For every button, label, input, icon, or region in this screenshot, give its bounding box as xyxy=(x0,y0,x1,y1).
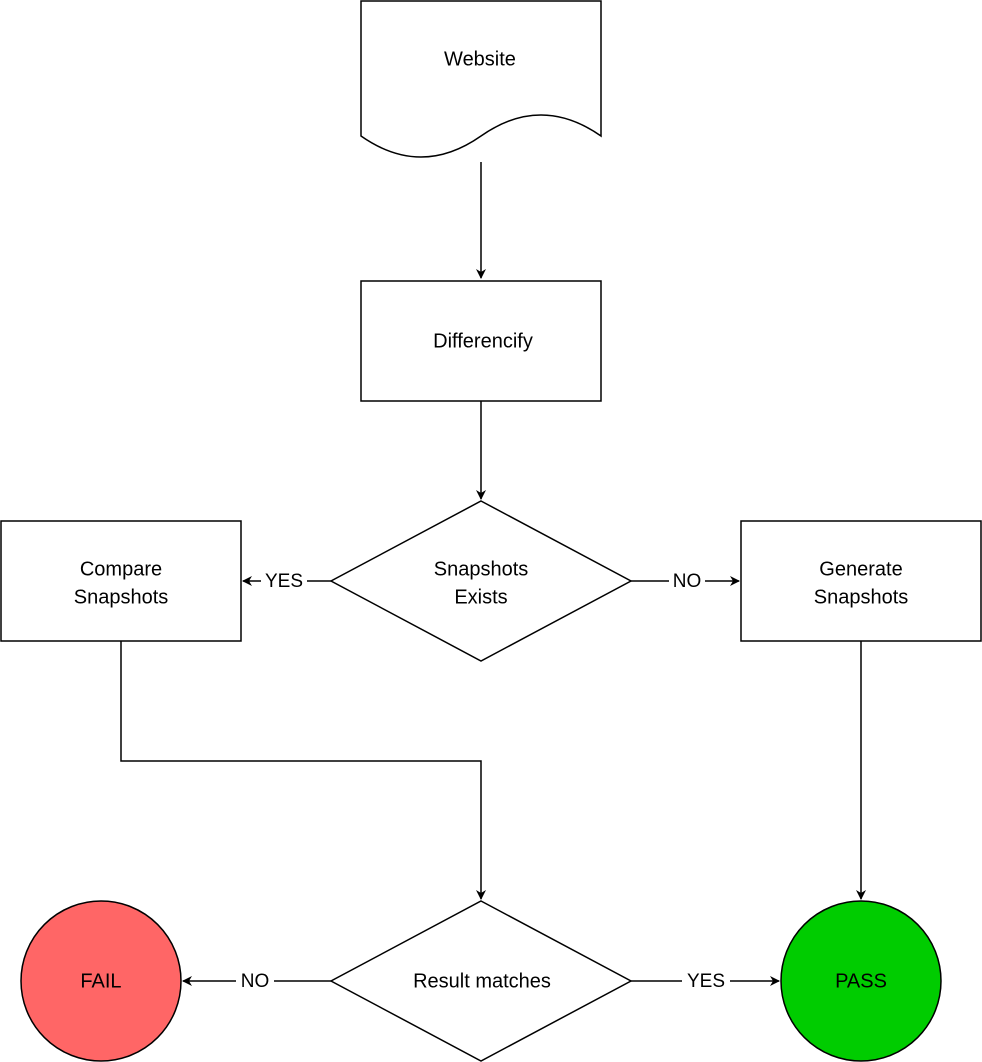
edge-label-exists-no: NO xyxy=(673,571,702,592)
fail-label: FAIL xyxy=(80,970,121,992)
node-result-matches: Result matches xyxy=(329,900,633,1062)
node-differencify: Differencify xyxy=(360,280,602,402)
snapshots-exists-diamond xyxy=(329,500,633,662)
edge-compare-to-result xyxy=(120,641,486,900)
compare-snapshots-box xyxy=(0,520,242,642)
edges xyxy=(120,162,866,986)
pass-label: PASS xyxy=(835,970,887,992)
node-fail: FAIL xyxy=(20,900,182,1062)
pass-circle xyxy=(780,900,942,1062)
result-matches-diamond xyxy=(329,900,633,1062)
fail-circle xyxy=(20,900,182,1062)
generate-snapshots-label-line1: Generate xyxy=(819,558,902,580)
compare-snapshots-label-line2: Snapshots xyxy=(74,586,169,608)
edge-label-result-yes: YES xyxy=(687,971,725,992)
node-compare-snapshots: Compare Snapshots xyxy=(0,520,242,642)
result-matches-label: Result matches xyxy=(413,970,551,992)
differencify-box xyxy=(360,280,602,402)
edge-label-exists-yes: YES xyxy=(265,571,303,592)
website-label: Website xyxy=(444,48,516,70)
compare-snapshots-label-line1: Compare xyxy=(80,558,162,580)
node-generate-snapshots: Generate Snapshots xyxy=(740,520,982,642)
differencify-label: Differencify xyxy=(433,330,533,352)
edge-labels: YES NO NO YES xyxy=(236,569,730,993)
node-website: Website xyxy=(360,0,602,158)
generate-snapshots-label-line2: Snapshots xyxy=(814,586,909,608)
generate-snapshots-box xyxy=(740,520,982,642)
node-snapshots-exists: Snapshots Exists xyxy=(329,500,633,662)
snapshots-exists-label-line1: Snapshots xyxy=(434,558,529,580)
node-pass: PASS xyxy=(780,900,942,1062)
edge-label-result-no: NO xyxy=(241,971,270,992)
snapshots-exists-label-line2: Exists xyxy=(454,586,507,608)
website-document-shape xyxy=(360,0,602,158)
